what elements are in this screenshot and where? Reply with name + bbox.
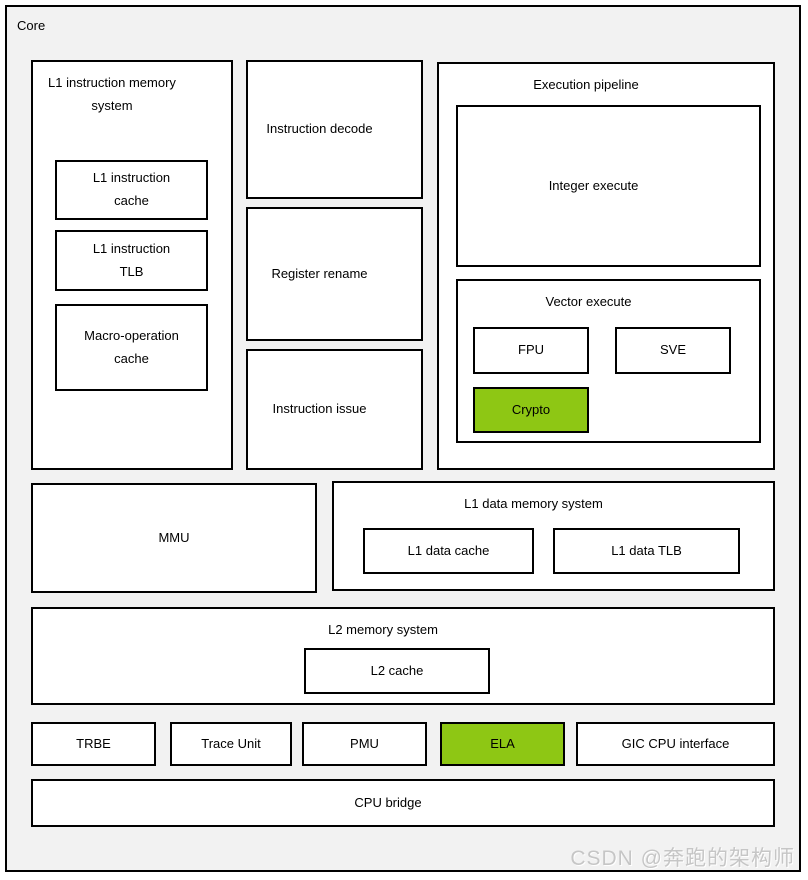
fpu-box: FPU xyxy=(473,327,589,374)
l1-instruction-tlb-label: L1 instruction TLB xyxy=(92,240,171,279)
mmu-label: MMU xyxy=(158,529,190,545)
sve-label: SVE xyxy=(659,342,686,358)
instruction-issue-box: Instruction issue xyxy=(246,349,423,470)
fpu-label: FPU xyxy=(518,342,544,358)
execution-pipeline-label: Execution pipeline xyxy=(533,77,639,92)
instruction-decode-box: Instruction decode xyxy=(246,60,423,199)
trbe-box: TRBE xyxy=(31,722,156,766)
l1-instruction-cache-box: L1 instruction cache xyxy=(55,160,208,220)
instruction-decode-label: Instruction decode xyxy=(266,121,373,137)
l1-data-tlb-label: L1 data TLB xyxy=(611,542,682,558)
l1-data-cache-label: L1 data cache xyxy=(407,542,490,558)
macro-operation-cache-label: Macro-operation cache xyxy=(84,327,179,366)
l1-instruction-cache-label: L1 instruction cache xyxy=(92,170,171,208)
sve-box: SVE xyxy=(615,327,731,374)
cpu-bridge-box: CPU bridge xyxy=(31,779,775,827)
l1-instruction-memory-system-label: L1 instruction memory system xyxy=(48,75,176,113)
watermark: CSDN @奔跑的架构师 xyxy=(570,847,795,870)
l2-memory-system-label: L2 memory system xyxy=(328,622,438,637)
pmu-label: PMU xyxy=(350,735,379,751)
l2-memory-system-box: L2 memory system L2 cache xyxy=(31,607,775,705)
gic-cpu-interface-box: GIC CPU interface xyxy=(576,722,775,766)
trace-unit-label: Trace Unit xyxy=(201,735,261,751)
macro-operation-cache-box: Macro-operation cache xyxy=(55,304,208,391)
trace-unit-box: Trace Unit xyxy=(170,722,292,766)
instruction-issue-label: Instruction issue xyxy=(272,401,367,417)
integer-execute-label: Integer execute xyxy=(548,177,639,193)
register-rename-label: Register rename xyxy=(271,265,368,281)
l1-instruction-tlb-box: L1 instruction TLB xyxy=(55,230,208,291)
l1-data-memory-system-box: L1 data memory system L1 data cache L1 d… xyxy=(332,481,775,591)
l1-data-tlb-box: L1 data TLB xyxy=(553,528,740,574)
cpu-bridge-label: CPU bridge xyxy=(354,794,422,810)
execution-pipeline-box: Execution pipeline Integer execute Vecto… xyxy=(437,62,775,470)
mmu-box: MMU xyxy=(31,483,317,593)
crypto-box: Crypto xyxy=(473,387,589,433)
integer-execute-box: Integer execute xyxy=(456,105,761,267)
l1-instruction-memory-system-box: L1 instruction memory system L1 instruct… xyxy=(31,60,233,470)
ela-label: ELA xyxy=(490,735,515,751)
crypto-label: Crypto xyxy=(511,401,551,417)
l2-cache-label: L2 cache xyxy=(370,662,424,678)
pmu-box: PMU xyxy=(302,722,427,766)
l1-data-memory-system-label: L1 data memory system xyxy=(464,496,603,511)
l2-cache-box: L2 cache xyxy=(304,648,490,694)
gic-cpu-interface-label: GIC CPU interface xyxy=(621,735,730,751)
vector-execute-box: Vector execute FPU SVE Crypto xyxy=(456,279,761,443)
ela-box: ELA xyxy=(440,722,565,766)
vector-execute-label: Vector execute xyxy=(545,294,632,309)
register-rename-box: Register rename xyxy=(246,207,423,341)
core-label: Core xyxy=(17,18,46,33)
l1-data-cache-box: L1 data cache xyxy=(363,528,534,574)
core-container: Core L1 instruction memory system L1 ins… xyxy=(5,5,801,872)
trbe-label: TRBE xyxy=(76,735,111,751)
